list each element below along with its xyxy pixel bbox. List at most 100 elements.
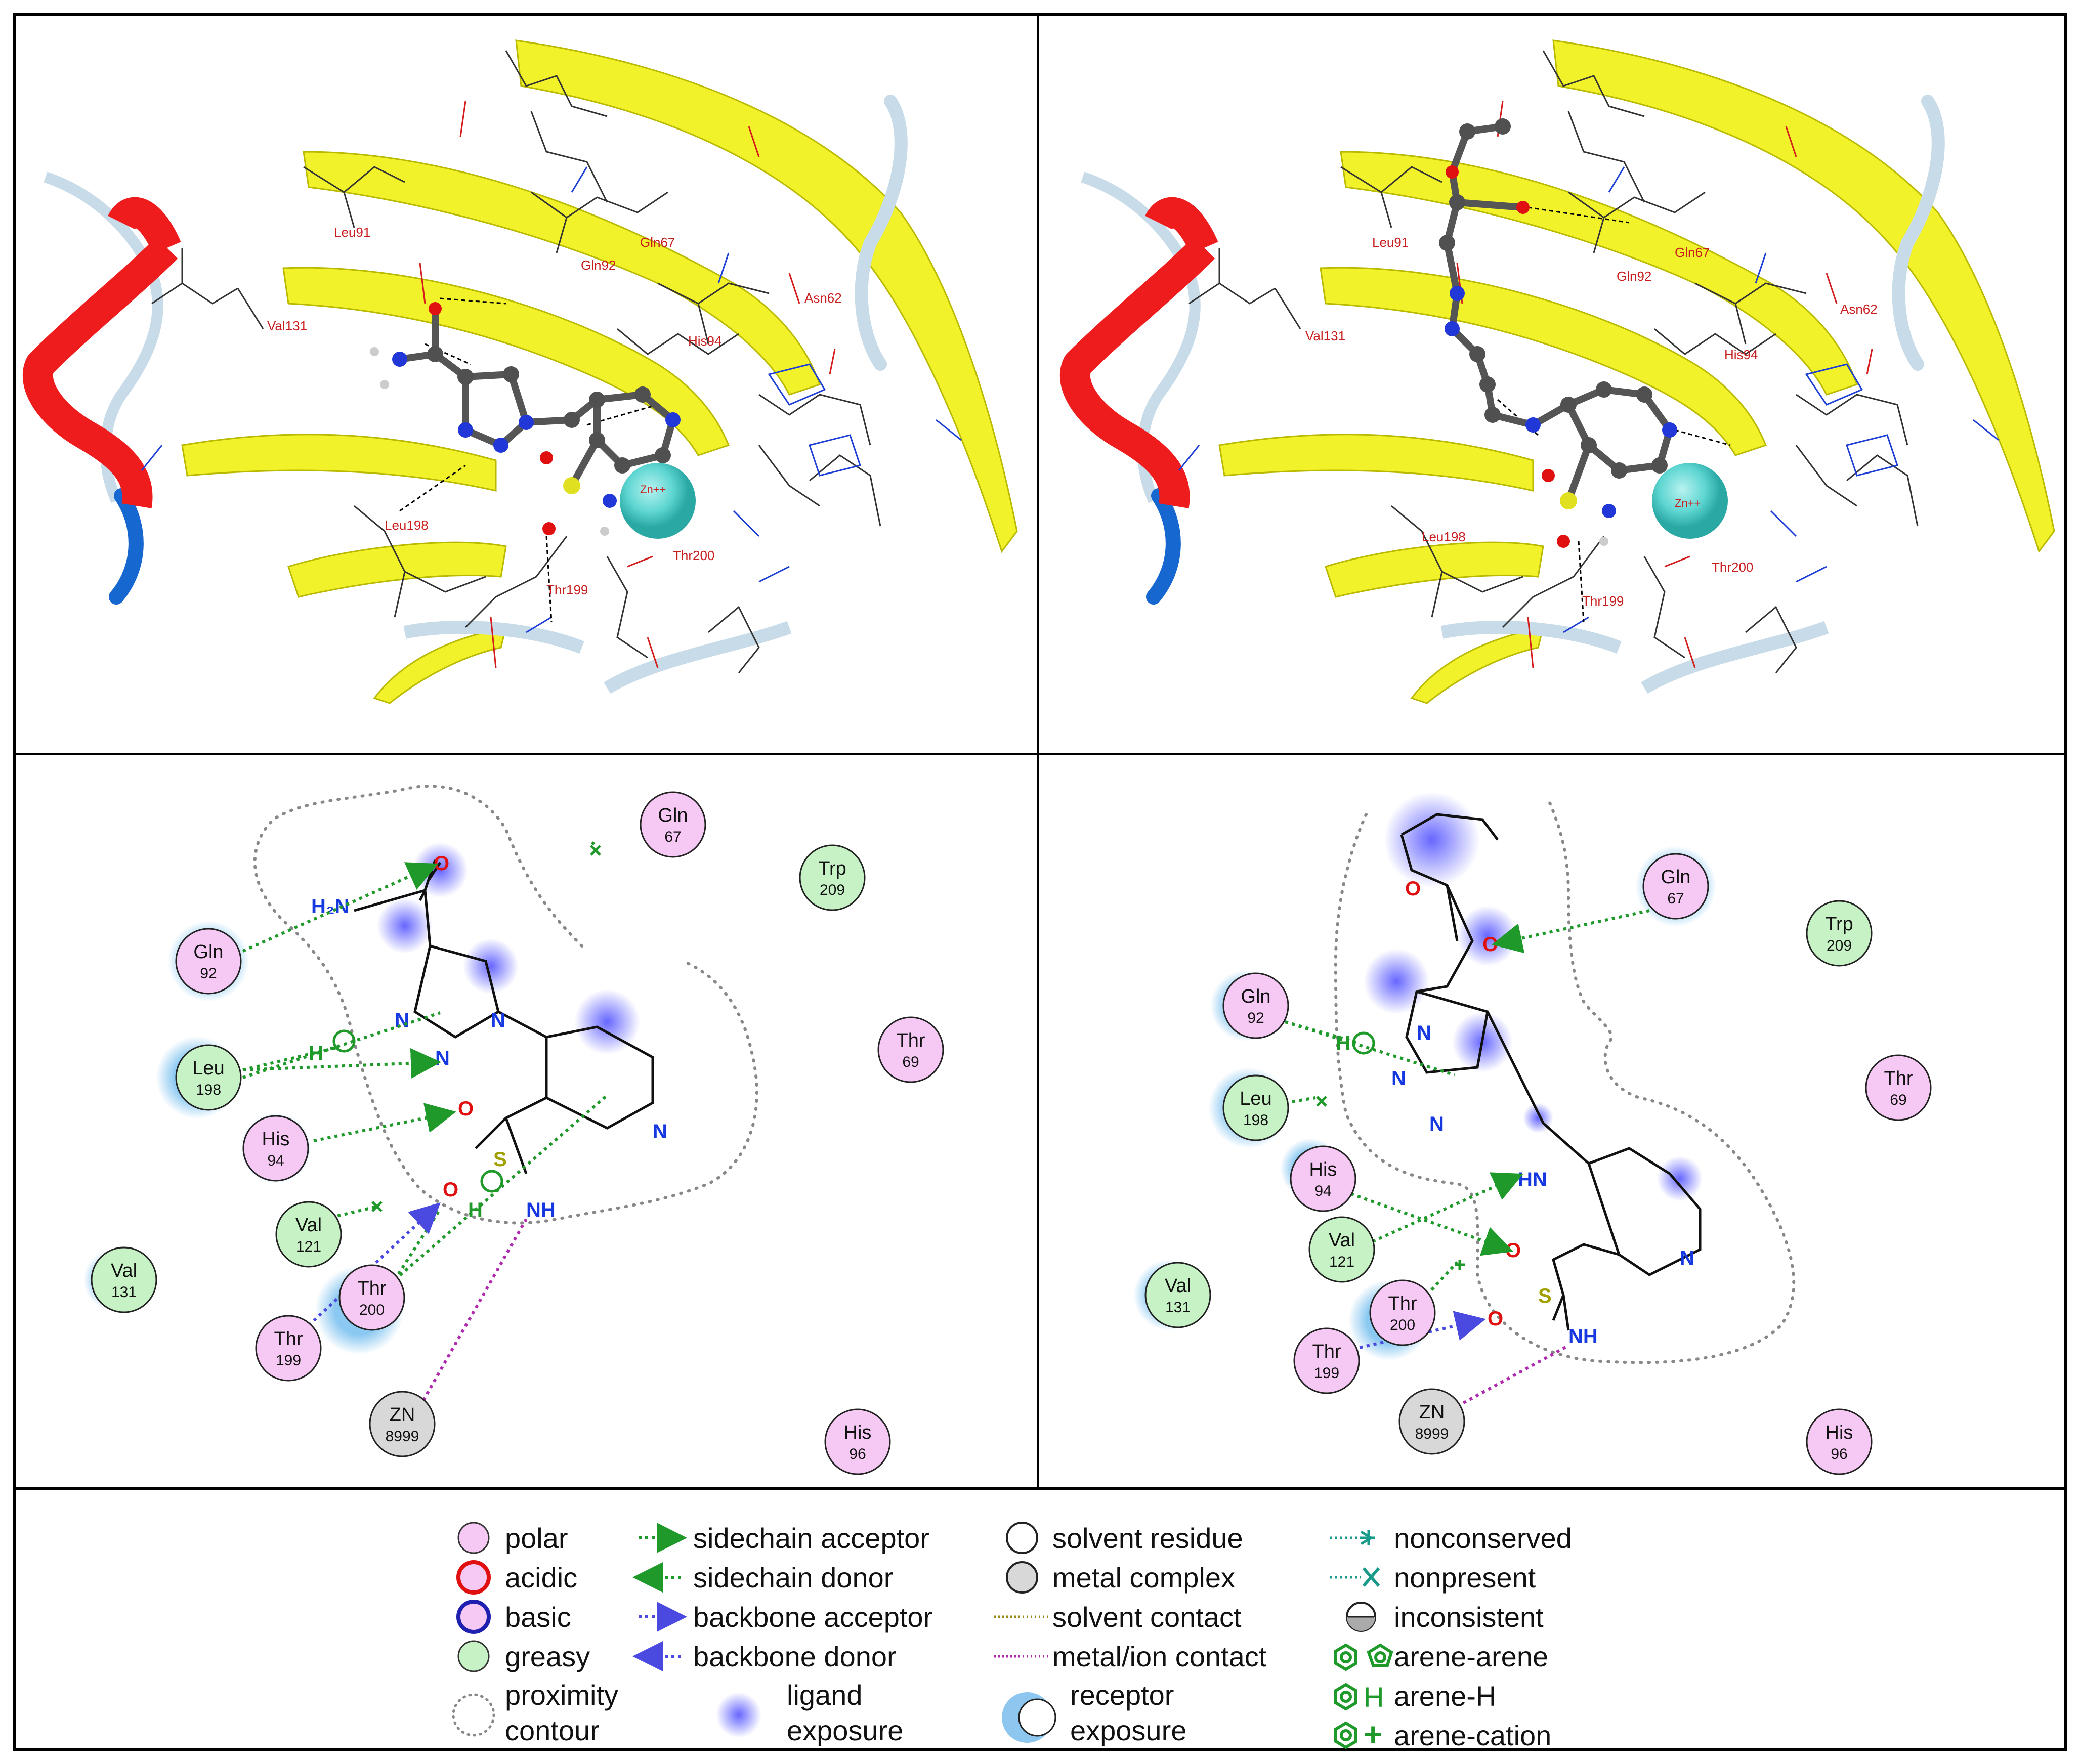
oxygen-sticks bbox=[419, 101, 836, 668]
panels-frame bbox=[13, 13, 2067, 1490]
legend-label: inconsistent bbox=[1394, 1601, 1544, 1633]
arene-cation-swatch bbox=[1334, 1721, 1357, 1749]
ligand-ball-and-stick bbox=[1439, 118, 1677, 548]
residue-node: Thr199 bbox=[255, 1315, 322, 1382]
beta-sheet-ribbon bbox=[282, 267, 730, 456]
residue-number: 92 bbox=[200, 965, 217, 982]
residue-node: Gln67 bbox=[1642, 853, 1709, 920]
nitrogen-atom: N bbox=[1429, 1113, 1444, 1135]
legend-label: metal complex bbox=[1052, 1562, 1235, 1594]
atom-labels: O H₂N N N N H O S O NH N H bbox=[309, 852, 667, 1221]
coil bbox=[1641, 621, 1829, 694]
legend-col-solvent-metal: solvent residue metal complex solvent co… bbox=[994, 1522, 1267, 1746]
residue-disc bbox=[1290, 1145, 1356, 1212]
residue-disc bbox=[175, 1044, 242, 1111]
alpha-helix bbox=[22, 197, 181, 508]
residue-disc bbox=[91, 1246, 157, 1313]
residue-labels: Leu91 Gln67 Gln92 Asn62 Val131 His94 Zn+… bbox=[267, 225, 842, 597]
beta-sheet-ribbon bbox=[1218, 434, 1534, 492]
residue-node: Thr199 bbox=[1293, 1327, 1360, 1394]
residue-label: Val131 bbox=[1305, 328, 1345, 343]
residue-disc bbox=[275, 1201, 342, 1268]
residue-name: Trp bbox=[818, 858, 846, 879]
top-left-3d-panel: Leu91 Gln67 Gln92 Asn62 Val131 His94 Zn+… bbox=[22, 39, 1018, 704]
sidechain-donor-line bbox=[1492, 909, 1650, 954]
beta-sheet-ribbon bbox=[181, 434, 497, 492]
pyridine-nitrogen: N bbox=[653, 1121, 667, 1143]
beta-sheet-ribbon bbox=[1552, 39, 2055, 553]
nitrogen-atom: N bbox=[395, 1009, 409, 1031]
residue-name: Gln bbox=[658, 805, 688, 826]
residue-name: ZN bbox=[390, 1404, 415, 1426]
legend-label: proximity bbox=[505, 1679, 618, 1711]
residue-disc bbox=[1222, 972, 1289, 1039]
residue-number: 8999 bbox=[1415, 1426, 1449, 1442]
basic-swatch bbox=[456, 1600, 491, 1634]
residue-label: Thr200 bbox=[673, 548, 714, 563]
residue-disc bbox=[824, 1408, 891, 1475]
alpha-helix bbox=[1059, 197, 1218, 508]
zinc-ion-sphere bbox=[620, 463, 696, 539]
residue-nodes: Gln67Trp209Gln92Thr69Leu198His94Val121Va… bbox=[91, 791, 944, 1475]
residue-disc bbox=[1308, 1216, 1375, 1283]
oxygen-atom: O bbox=[458, 1098, 474, 1120]
residue-number: 96 bbox=[1831, 1446, 1847, 1462]
oxygen-atom: O bbox=[443, 1179, 458, 1201]
metal-complex-swatch bbox=[1006, 1561, 1038, 1594]
sidechain-acceptor-line bbox=[242, 1011, 441, 1079]
legend-frame bbox=[13, 1487, 2067, 1751]
residue-number: 131 bbox=[1165, 1299, 1191, 1316]
residue-name: Thr bbox=[1884, 1068, 1913, 1089]
residue-number: 96 bbox=[849, 1446, 866, 1462]
coil bbox=[1440, 621, 1622, 654]
residue-node: His94 bbox=[1290, 1145, 1356, 1212]
legend-label: exposure bbox=[787, 1714, 903, 1746]
pyridine-nitrogen: N bbox=[1680, 1247, 1694, 1269]
residue-label: Gln67 bbox=[1675, 245, 1710, 260]
beta-sheet-ribbon bbox=[1320, 267, 1767, 456]
atom-labels: O O N N N H HN O S O NH N bbox=[1336, 878, 1694, 1348]
residue-label: Asn62 bbox=[1840, 302, 1878, 317]
residue-nodes: Gln67Trp209Gln92Thr69Leu198His94Val121Va… bbox=[1144, 853, 1932, 1475]
residue-number: 69 bbox=[1890, 1092, 1906, 1108]
amine-atom: NH bbox=[1568, 1325, 1598, 1348]
residue-node: Gln92 bbox=[175, 928, 242, 995]
oxygen-atom: O bbox=[434, 852, 449, 875]
residue-number: 67 bbox=[664, 829, 681, 845]
residue-name: Val bbox=[111, 1260, 137, 1281]
zinc-ion-sphere bbox=[1652, 463, 1728, 539]
beta-sheet-ribbon bbox=[303, 151, 821, 396]
residue-label: Leu198 bbox=[385, 518, 429, 533]
legend-label: arene-cation bbox=[1394, 1719, 1551, 1751]
arene-h-line bbox=[394, 1094, 608, 1281]
residue-number: 121 bbox=[1329, 1254, 1354, 1270]
oxygen-atom: O bbox=[1482, 933, 1498, 956]
legend-label: acidic bbox=[505, 1562, 577, 1594]
nonpresent-line bbox=[1285, 1096, 1316, 1104]
residue-name: Thr bbox=[358, 1278, 387, 1299]
residue-number: 131 bbox=[111, 1284, 137, 1301]
residue-name: Trp bbox=[1825, 914, 1853, 935]
residue-sticks bbox=[151, 50, 881, 673]
sulfur-atom: S bbox=[493, 1148, 507, 1171]
residue-number: 94 bbox=[267, 1152, 284, 1169]
coil bbox=[855, 95, 908, 371]
residue-label: His94 bbox=[688, 333, 721, 349]
residue-sticks bbox=[1188, 50, 1919, 673]
residue-name: His bbox=[262, 1129, 290, 1150]
residue-label: Asn62 bbox=[804, 290, 842, 306]
residue-number: 199 bbox=[1314, 1365, 1339, 1382]
residue-disc bbox=[1293, 1327, 1360, 1394]
sidechain-acceptor-line bbox=[313, 1103, 456, 1142]
residue-name: His bbox=[1309, 1159, 1337, 1180]
legend-col-hbond-types: sidechain acceptor sidechain donor backb… bbox=[632, 1522, 932, 1746]
legend-label: nonconserved bbox=[1394, 1522, 1572, 1554]
beta-sheet-ribbon bbox=[287, 541, 507, 598]
legend-label: backbone acceptor bbox=[693, 1601, 932, 1633]
residue-name: Val bbox=[1165, 1275, 1191, 1297]
